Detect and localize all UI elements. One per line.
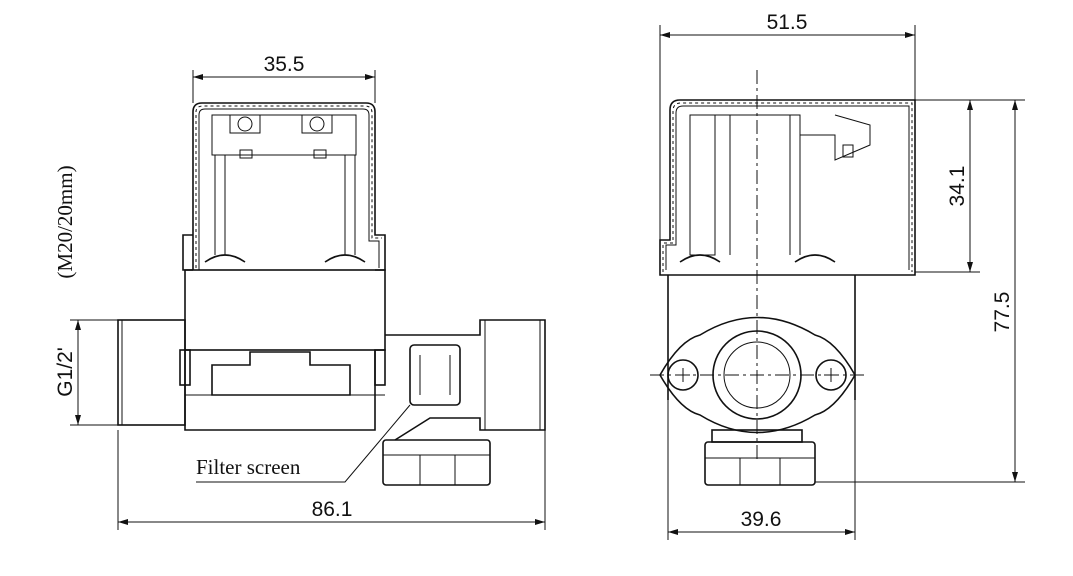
dim-cover-height: 34.1 [946, 166, 969, 207]
dim-cover-width: 51.5 [767, 11, 808, 34]
filter-screen-label: Filter screen [196, 455, 301, 479]
outlet-pipe [385, 319, 546, 441]
dim-coil-width: 35.5 [264, 53, 305, 76]
bottom-nut-side [704, 441, 816, 486]
valve-body [184, 269, 386, 351]
front-view: Filter screen 35.5 86.1 G1/2' (M20/20mm) [53, 53, 546, 530]
cable-gland-label: (M20/20mm) [53, 165, 77, 278]
inlet-pipe [117, 319, 186, 426]
coil-cover-side [659, 99, 916, 276]
side-view: 51.5 34.1 77.5 39.6 [650, 11, 1025, 540]
bottom-nut [382, 439, 491, 486]
dim-overall-length: 86.1 [312, 498, 353, 521]
dim-body-width: 39.6 [741, 508, 782, 531]
coil-cover [182, 102, 386, 271]
dim-overall-height: 77.5 [991, 292, 1014, 333]
dim-thread: G1/2' [54, 347, 77, 397]
